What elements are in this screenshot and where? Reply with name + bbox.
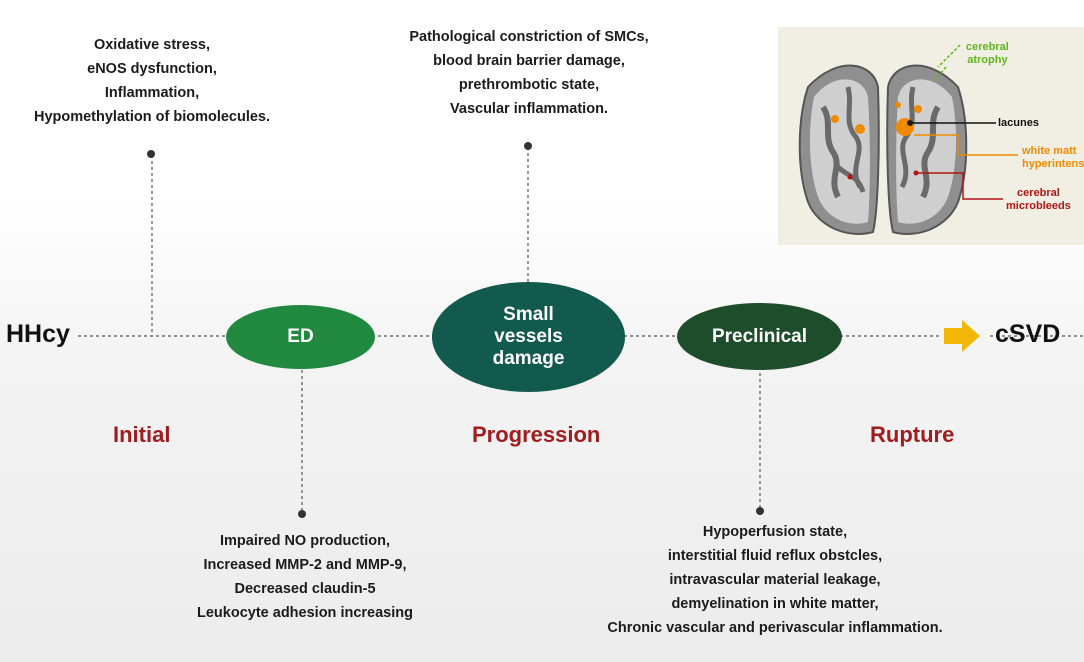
stage-small-vessels-label-1: Small (503, 304, 554, 325)
note-line: demyelination in white matter, (671, 596, 879, 612)
start-label: HHcy (6, 320, 70, 348)
note-rupture-bottom: Hypoperfusion state, interstitial fluid … (585, 520, 965, 640)
note-line: Inflammation, (104, 85, 200, 101)
phase-initial: Initial (113, 422, 171, 447)
note-line: Increased MMP-2 and MMP-9, (203, 557, 407, 573)
stage-preclinical-oval: Preclinical (677, 303, 842, 370)
brain-scan-image (798, 44, 1018, 235)
arrow-right-icon (944, 320, 980, 352)
note-line: Vascular inflammation. (450, 101, 608, 117)
note-line: intravascular material leakage, (669, 572, 881, 588)
note-line: prethrombotic state, (458, 77, 600, 93)
note-line: Oxidative stress, (93, 37, 211, 53)
note-initial-top: Oxidative stress, eNOS dysfunction, Infl… (2, 33, 302, 129)
stage-ed-label: ED (287, 326, 314, 347)
connector-dot (298, 510, 306, 518)
note-line: Chronic vascular and perivascular inflam… (607, 620, 943, 636)
note-line: Decreased claudin-5 (234, 581, 376, 597)
stage-ed-oval: ED (226, 305, 375, 369)
note-line: interstitial fluid reflux obstcles, (667, 548, 883, 564)
end-label: cSVD (995, 320, 1061, 348)
callout-cerebral-atrophy: cerebral atrophy (966, 41, 1009, 66)
callout-white-matter: white matt hyperintens (1022, 145, 1084, 170)
note-line: Impaired NO production, (220, 533, 390, 549)
note-ed-bottom: Impaired NO production, Increased MMP-2 … (165, 529, 445, 625)
connector-dot (524, 142, 532, 150)
note-progression-top: Pathological constriction of SMCs, blood… (369, 25, 689, 121)
stage-small-vessels-label-2: vessels (494, 326, 563, 347)
stage-small-vessels-oval: Small vessels damage (432, 282, 625, 392)
note-line: blood brain barrier damage, (433, 53, 625, 69)
callout-lacunes: lacunes (998, 117, 1039, 129)
note-line: Hypomethylation of biomolecules. (33, 109, 271, 125)
note-line: eNOS dysfunction, (87, 61, 217, 77)
phase-rupture: Rupture (870, 422, 955, 447)
note-line: Hypoperfusion state, (702, 524, 848, 540)
note-line: Leukocyte adhesion increasing (197, 605, 413, 621)
connector-dot (756, 507, 764, 515)
stage-small-vessels-label-3: damage (492, 348, 565, 369)
note-line: Pathological constriction of SMCs, (409, 29, 649, 45)
phase-progression: Progression (472, 422, 601, 447)
brain-mri-illustration: cerebral atrophy lacunes white matt hype… (778, 27, 1084, 245)
stage-preclinical-label: Preclinical (711, 325, 808, 347)
callout-microbleeds: cerebral microbleeds (1006, 187, 1071, 212)
connector-dot (147, 150, 155, 158)
